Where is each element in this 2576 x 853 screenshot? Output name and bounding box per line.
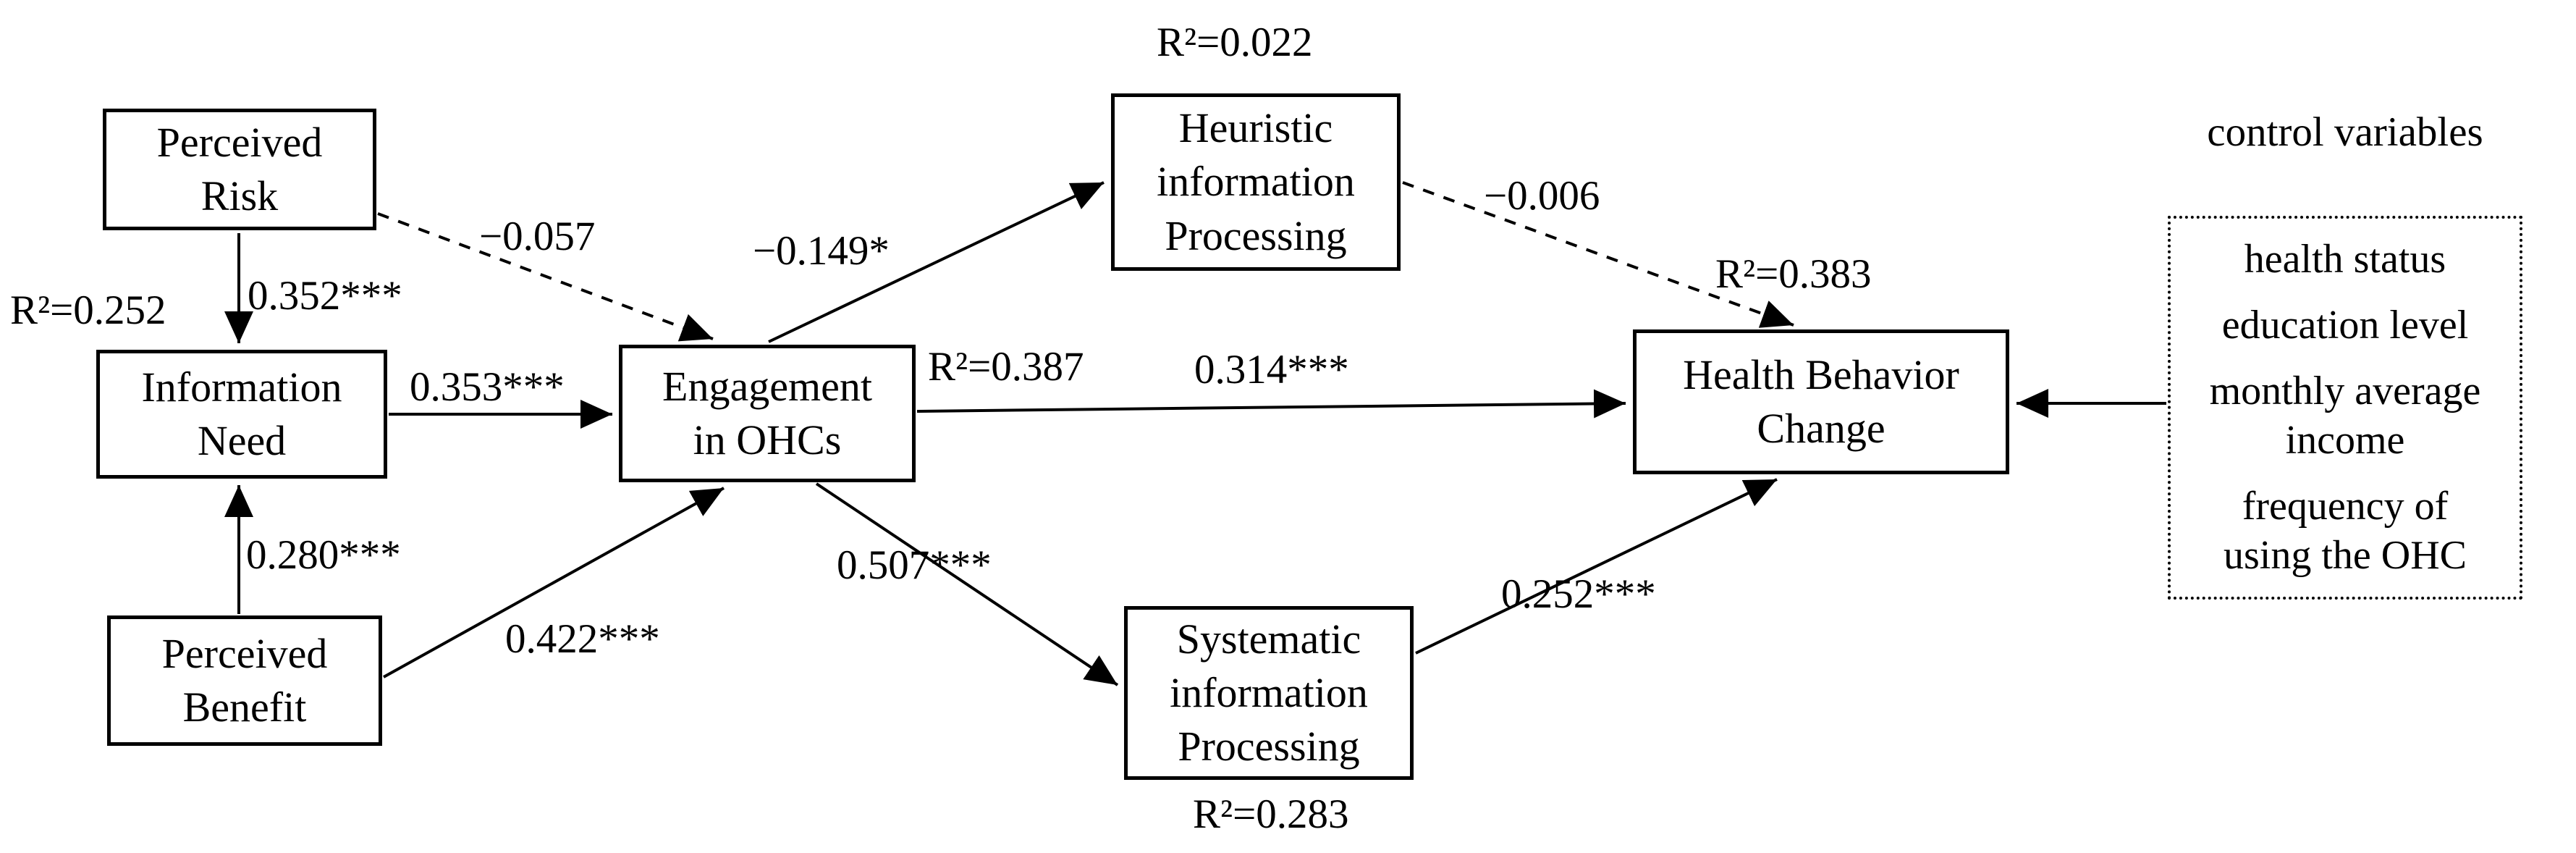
coef-benefit-to-need: 0.280*** — [246, 532, 401, 578]
coef-heuristic-to-health: −0.006 — [1484, 173, 1600, 219]
r2-engagement: R²=0.387 — [928, 344, 1084, 390]
control-item-monthly-income: monthly average income — [2209, 368, 2481, 463]
coef-systematic-to-health: 0.252*** — [1501, 571, 1656, 617]
node-information-need: Information Need — [96, 350, 387, 479]
node-perceived-benefit: Perceived Benefit — [107, 615, 382, 746]
arrow-engagement-to-systematic — [815, 482, 1119, 686]
arrow-engagement-to-heuristic — [768, 181, 1105, 343]
control-variables-title: control variables — [2207, 109, 2483, 155]
r2-health-behavior: R²=0.383 — [1715, 251, 1872, 297]
coef-engagement-to-systematic: 0.507*** — [837, 542, 992, 588]
arrow-benefit-to-engagement — [383, 487, 725, 678]
arrow-engagement-to-health — [916, 389, 1626, 419]
r2-information-need: R²=0.252 — [10, 287, 166, 333]
r2-systematic: R²=0.283 — [1193, 791, 1349, 837]
r2-heuristic: R²=0.022 — [1157, 20, 1313, 65]
node-heuristic-processing: Heuristic information Processing — [1111, 93, 1401, 271]
coef-risk-to-engagement: −0.057 — [479, 214, 596, 259]
coef-risk-to-need: 0.352*** — [248, 273, 402, 319]
coef-need-to-engagement: 0.353*** — [410, 364, 565, 410]
control-item-health-status: health status — [2244, 237, 2446, 282]
node-health-behavior-change: Health Behavior Change — [1633, 329, 2009, 474]
arrow-heuristic-to-health-dashed — [1402, 181, 1794, 328]
control-item-education-level: education level — [2221, 303, 2469, 348]
arrow-systematic-to-health — [1415, 478, 1778, 655]
node-perceived-risk: Perceived Risk — [103, 109, 376, 230]
node-engagement-in-ohcs: Engagement in OHCs — [619, 345, 916, 482]
coef-engagement-to-health: 0.314*** — [1194, 347, 1349, 392]
coef-benefit-to-engagement: 0.422*** — [505, 616, 660, 662]
arrow-risk-to-engagement-dashed — [377, 212, 714, 342]
control-item-ohc-frequency: frequency of using the OHC — [2224, 483, 2467, 579]
coef-engagement-to-heuristic: −0.149* — [753, 228, 890, 274]
node-systematic-processing: Systematic information Processing — [1124, 606, 1414, 780]
control-variables-box: health status education level monthly av… — [2168, 216, 2522, 600]
